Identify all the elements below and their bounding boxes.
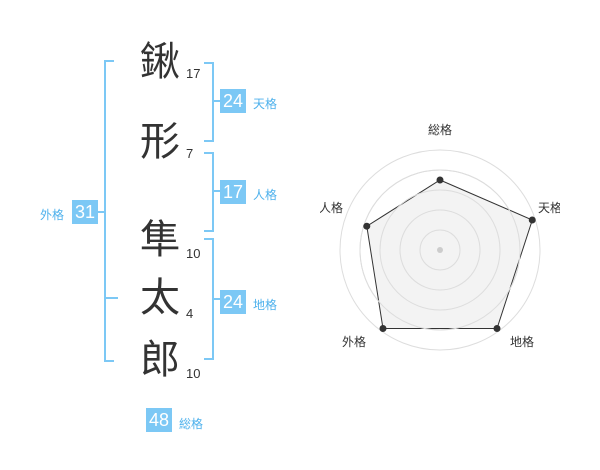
gaikaku-label: 外格 <box>40 208 65 222</box>
stroke-count-1: 17 <box>186 66 201 81</box>
radar-point-2 <box>528 216 536 224</box>
radar-points <box>363 176 536 332</box>
tenkaku-badge: 24 <box>220 89 246 113</box>
radar-point-5 <box>363 222 371 230</box>
radar-axis-label-4: 外格 <box>342 334 366 349</box>
chikaku-connector <box>214 298 220 300</box>
radar-ring-inner <box>359 169 521 331</box>
jinkaku-bracket <box>204 152 214 232</box>
jinkaku-badge: 17 <box>220 180 246 204</box>
name-char-3: 隼 <box>140 217 180 263</box>
gaikaku-bracket <box>104 60 114 362</box>
chikaku-label: 地格 <box>253 298 278 312</box>
radar-axis-label-3: 地格 <box>510 334 534 349</box>
name-char-1: 鍬 <box>140 39 180 85</box>
stroke-count-3: 10 <box>186 246 201 261</box>
stroke-count-2: 7 <box>186 146 194 161</box>
radar-ring-inner <box>419 229 461 271</box>
radar-polygon <box>366 179 533 329</box>
radar-point-3 <box>493 324 501 332</box>
radar-ring-inner <box>399 209 481 291</box>
chikaku-badge: 24 <box>220 290 246 314</box>
name-char-5: 郎 <box>140 337 180 383</box>
stroke-count-4: 4 <box>186 306 194 321</box>
tenkaku-connector <box>214 100 220 102</box>
soukaku-label: 総格 <box>179 417 204 431</box>
name-char-4: 太 <box>140 275 180 321</box>
radar-point-1 <box>436 176 444 184</box>
radar-center-dot <box>437 247 443 253</box>
radar-ring-inner <box>379 189 501 311</box>
gaikaku-divider <box>106 297 118 299</box>
radar-axis-label-5: 人格 <box>320 200 343 215</box>
radar-point-4 <box>379 324 387 332</box>
radar-axis-label-2: 天格 <box>538 200 560 215</box>
chikaku-bracket <box>204 238 214 360</box>
tenkaku-bracket <box>204 62 214 142</box>
radar-ring <box>339 149 541 351</box>
name-char-2: 形 <box>140 119 180 165</box>
gaikaku-badge: 31 <box>72 200 98 224</box>
jinkaku-label: 人格 <box>253 188 278 202</box>
stroke-count-5: 10 <box>186 366 201 381</box>
gaikaku-connector <box>98 211 104 213</box>
tenkaku-label: 天格 <box>253 97 278 111</box>
soukaku-badge: 48 <box>146 408 172 432</box>
radar-axis-label-1: 総格 <box>428 122 452 137</box>
jinkaku-connector <box>214 190 220 192</box>
